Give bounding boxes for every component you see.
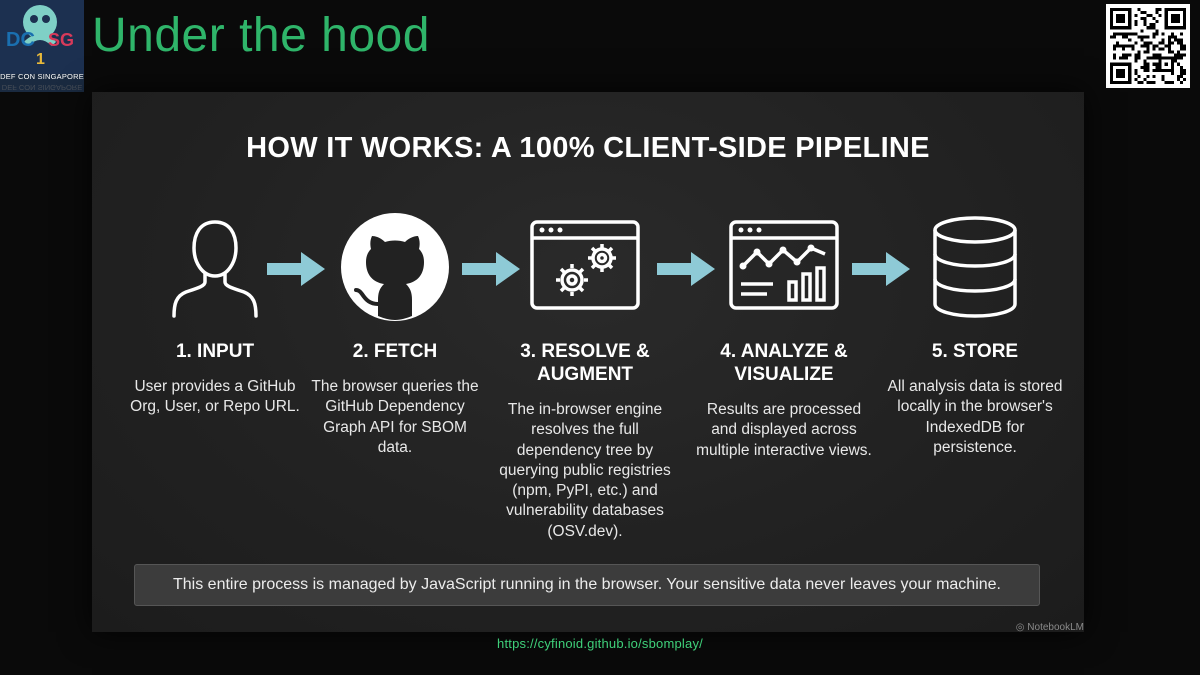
- privacy-note: This entire process is managed by JavaSc…: [134, 564, 1040, 606]
- qr-code-graphic: [1110, 8, 1186, 84]
- step-title: 3. RESOLVE & AUGMENT: [520, 341, 650, 385]
- step-description: User provides a GitHub Org, User, or Rep…: [130, 378, 300, 416]
- pipeline-panel: HOW IT WORKS: A 100% CLIENT-SIDE PIPELIN…: [92, 92, 1084, 633]
- watermark-text: NotebookLM: [1027, 622, 1084, 633]
- step-title: 5. STORE: [931, 341, 1019, 362]
- database-icon: [933, 216, 1017, 318]
- logo-sg-text: SG: [48, 30, 74, 50]
- step-description: The browser queries the GitHub Dependenc…: [311, 378, 479, 456]
- panel-title: HOW IT WORKS: A 100% CLIENT-SIDE PIPELIN…: [246, 132, 930, 164]
- step-resolve: 3. RESOLVE & AUGMENT The in-browser engi…: [495, 212, 675, 542]
- analytics-window-icon: [729, 220, 839, 310]
- arrow-right-icon: [267, 252, 325, 286]
- step-title: 4. ANALYZE & VISUALIZE: [720, 341, 848, 385]
- logo-graphic: DC SG 1: [0, 0, 84, 74]
- step-store: 5. STORE All analysis data is stored loc…: [885, 212, 1065, 458]
- step-fetch: 2. FETCH The browser queries the GitHub …: [305, 212, 485, 458]
- step-analyze: 4. ANALYZE & VISUALIZE Results are proce…: [694, 212, 874, 461]
- step-description: All analysis data is stored locally in t…: [887, 378, 1063, 456]
- gears-window-icon: [530, 220, 640, 310]
- step-description: Results are processed and displayed acro…: [696, 401, 872, 459]
- arrow-right-icon: [852, 252, 910, 286]
- step-input: 1. INPUT User provides a GitHub Org, Use…: [125, 212, 305, 418]
- arrow-right-icon: [462, 252, 520, 286]
- notebooklm-watermark: ◎ NotebookLM: [1015, 622, 1084, 633]
- logo-caption: DEF CON SINGAPORE: [0, 72, 84, 81]
- page-title: Under the hood: [92, 9, 430, 62]
- step-title: 2. FETCH: [352, 341, 438, 362]
- user-icon: [172, 220, 258, 318]
- project-url[interactable]: https://cyfinoid.github.io/sbomplay/: [497, 636, 703, 651]
- step-description: The in-browser engine resolves the full …: [499, 401, 671, 540]
- logo-one-text: 1: [36, 51, 45, 68]
- logo-dc-text: DC: [6, 29, 35, 51]
- qr-code-icon: [1106, 4, 1190, 88]
- logo-caption-reflection: DEF CON SINGAPORE: [1, 83, 83, 92]
- github-icon: [341, 213, 449, 321]
- arrow-right-icon: [657, 252, 715, 286]
- step-title: 1. INPUT: [175, 341, 255, 362]
- defcon-singapore-logo: DC SG 1 DEF CON SINGAPORE DEF CON SINGAP…: [0, 0, 84, 92]
